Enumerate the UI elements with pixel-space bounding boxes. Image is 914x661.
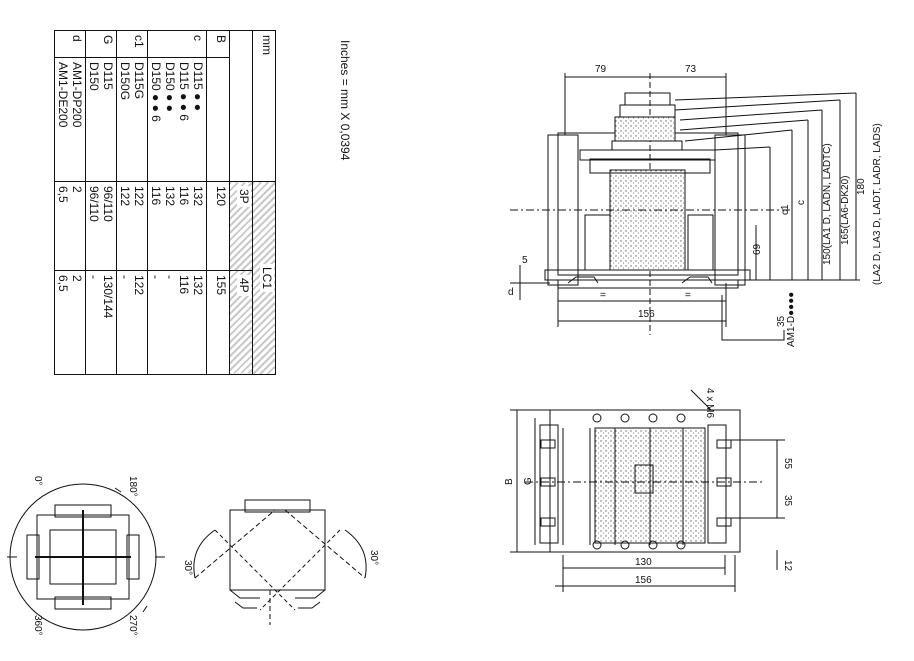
dim-5: 5 [522, 255, 528, 266]
rail-35: 35 [776, 315, 787, 327]
lead-180: 180 [856, 178, 867, 195]
row-4p-values: 132 116 - - [147, 270, 207, 375]
empty-cell [229, 30, 253, 182]
lc1-label: LC1 [260, 263, 274, 292]
angle-0: 0° [32, 476, 43, 486]
row-4p-values: 122 - [116, 270, 148, 375]
col-3p: 3P [229, 181, 253, 271]
lead-165: 165(LA6-DK20) [840, 176, 851, 245]
row-d: d AM1-DP200 AM1-DE200 2 6,5 2 6,5 [54, 30, 86, 375]
dim-b: B [504, 478, 515, 485]
row-3p: 120 [206, 181, 230, 271]
dim-130: 130 [635, 557, 652, 568]
row-names: D115G D150G [116, 57, 148, 182]
tilt-left: 30° [182, 560, 193, 575]
angle-360: 360° [32, 615, 43, 636]
unit-cell: mm [252, 30, 276, 182]
dim-12: 12 [782, 560, 793, 572]
dimension-table-container: mm LC1 3P 4P B 120 155 c D115 ● ● D [54, 30, 276, 375]
row-4p-values: 130/144 - [85, 270, 117, 375]
eq-right: = [685, 290, 691, 301]
row-3p-values: 132 116 132 116 [147, 181, 207, 271]
dim-d: d [508, 287, 514, 298]
lc1-header: LC1 [252, 181, 276, 375]
dim-156: 156 [635, 575, 652, 586]
dim-73: 73 [685, 64, 697, 75]
row-label: d [54, 30, 86, 58]
row-label: c1 [116, 30, 148, 58]
col-4p: 4P [229, 270, 253, 375]
row-3p-values: 96/110 96/110 [85, 181, 117, 271]
row-label: c [147, 30, 207, 58]
row-3p-values: 122 122 [116, 181, 148, 271]
front-view-drawing: 4 x M6 B G 55 35 12 130 156 [504, 388, 793, 592]
angle-180: 180° [127, 476, 138, 497]
row-4p-values: 2 6,5 [54, 270, 86, 375]
row-g: G D115 D150 96/110 96/110 130/144 - [85, 30, 117, 375]
dim-79: 79 [595, 64, 607, 75]
dim-69: 69 [752, 243, 763, 255]
eq-left: = [600, 290, 606, 301]
dim-156: 156 [638, 309, 655, 320]
dim-55: 55 [782, 458, 793, 470]
mounting-orientation-drawing: 0° 180° 360° 270° [7, 476, 165, 636]
units-note: Inches = mm X 0,0394 [338, 40, 352, 161]
dim-c1: c1 [780, 204, 791, 215]
lead-top: (LA2 D, LA3 D, LADT, LADR, LADS) [872, 123, 883, 285]
lead-150: 150(LA1 D, LADN, LADTC) [822, 143, 833, 265]
row-c1: c1 D115G D150G 122 122 122 - [116, 30, 148, 375]
table-header-row: mm LC1 [252, 30, 276, 375]
dim-35: 35 [782, 495, 793, 507]
row-names: D115 ● ● D115 ● ● 6 D150 ● ● D150 ● ● 6 [147, 57, 207, 182]
table-subheader-row: 3P 4P [229, 30, 253, 375]
dim-g: G [523, 477, 534, 485]
row-names: AM1-DP200 AM1-DE200 [54, 57, 86, 182]
tilt-right: 30° [368, 550, 379, 565]
angle-270: 270° [127, 615, 138, 636]
row-b: B 120 155 [206, 30, 230, 375]
row-c: c D115 ● ● D115 ● ● 6 D150 ● ● D150 ● ● … [147, 30, 207, 375]
row-names: D115 D150 [85, 57, 117, 182]
dim-c: c [796, 200, 807, 205]
row-name [206, 57, 230, 182]
row-label: B [206, 30, 230, 58]
row-4p: 155 [206, 270, 230, 375]
tilt-limits-drawing: 30° 30° [182, 499, 379, 625]
row-3p-values: 2 6,5 [54, 181, 86, 271]
side-view-drawing: 79 73 = = 156 5 d 69 c1 c 150(LA1 D, LAD… [508, 64, 883, 347]
rail-label: AM1-D●●●● [786, 292, 797, 347]
hole-label: 4 x M6 [704, 388, 715, 418]
row-label: G [85, 30, 117, 58]
dimension-table: mm LC1 3P 4P B 120 155 c D115 ● ● D [54, 30, 276, 375]
